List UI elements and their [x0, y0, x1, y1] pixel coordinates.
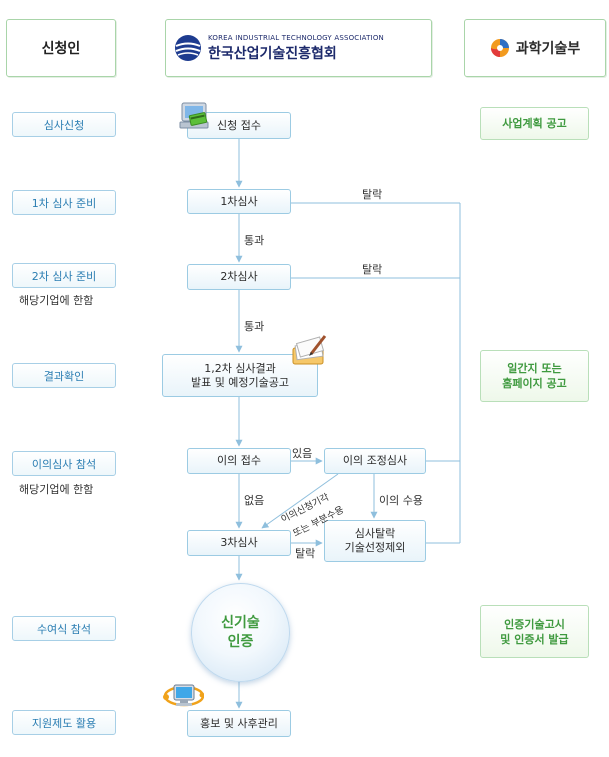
ministry-name: 과학기술부 [515, 41, 581, 57]
process-label: 홍보 및 사후관리 [200, 716, 278, 730]
stage-label: 수여식 참석 [36, 622, 92, 636]
process-receive: 신청 접수 [187, 112, 291, 139]
notice-certification: 인증기술고시 및 인증서 발급 [480, 605, 589, 658]
notice-business-plan: 사업계획 공고 [480, 107, 589, 140]
stage-note-objection: 해당기업에 한함 [19, 483, 94, 496]
notice-label-line2: 홈페이지 공고 [502, 377, 567, 390]
label-pass-first: 통과 [244, 234, 265, 247]
label-exists: 있음 [292, 447, 313, 460]
label-drop-second: 탈락 [362, 263, 383, 276]
kitech-name-en: KOREA INDUSTRIAL TECHNOLOGY ASSOCIATION [208, 33, 384, 42]
process-objection-receipt: 이의 접수 [187, 448, 291, 474]
label-pass-second: 통과 [244, 320, 265, 333]
process-label-line2: 기술선정제외 [344, 541, 406, 554]
process-label: 이의 접수 [217, 454, 261, 467]
notice-label-line2: 및 인증서 발급 [500, 632, 569, 646]
notice-label: 사업계획 공고 [502, 117, 567, 130]
process-label-line1: 1,2차 심사결과 [204, 361, 276, 375]
process-promotion: 홍보 및 사후관리 [187, 710, 291, 737]
process-second-review: 2차심사 [187, 264, 291, 290]
process-label: 2차심사 [220, 270, 258, 283]
process-results: 1,2차 심사결과 발표 및 예정기술공고 [162, 354, 318, 397]
stage-check-results: 결과확인 [12, 363, 116, 388]
documents-pen-icon [292, 335, 327, 365]
stage-label: 심사신청 [43, 118, 85, 132]
stage-label: 1차 심사 준비 [31, 196, 97, 210]
stage-note-second: 해당기업에 한함 [19, 294, 94, 307]
certification-line1: 신기술 [221, 614, 260, 631]
process-dropout: 심사탈락 기술선정제외 [324, 520, 426, 562]
computer-card-icon [179, 102, 209, 129]
stage-support: 지원제도 활용 [12, 710, 116, 735]
stage-objection-attend: 이의심사 참석 [12, 451, 116, 476]
applicant-header: 신청인 [6, 19, 116, 77]
stage-ceremony: 수여식 참석 [12, 616, 116, 641]
ministry-header: 과학기술부 [464, 19, 606, 77]
stage-label: 지원제도 활용 [31, 716, 97, 730]
arrow-review-to-third [261, 473, 339, 529]
stage-label: 2차 심사 준비 [31, 269, 97, 283]
process-label: 이의 조정심사 [342, 454, 408, 467]
process-label: 신청 접수 [217, 118, 261, 132]
stage-apply: 심사신청 [12, 112, 116, 137]
kitech-header: KOREA INDUSTRIAL TECHNOLOGY ASSOCIATION … [165, 19, 432, 77]
msit-logo-icon [490, 39, 509, 57]
kitech-name-ko: 한국산업기술진흥협회 [208, 45, 337, 62]
process-objection-review: 이의 조정심사 [324, 448, 426, 474]
notice-label-line1: 일간지 또는 [507, 362, 562, 375]
stage-label: 이의심사 참석 [31, 457, 97, 471]
kitech-globe-logo-icon [175, 35, 201, 61]
process-label: 3차심사 [220, 536, 258, 549]
process-label-line2: 발표 및 예정기술공고 [190, 375, 290, 389]
process-label: 1차심사 [220, 194, 258, 208]
certification-line2: 인증 [227, 633, 254, 650]
process-third-review: 3차심사 [187, 530, 291, 556]
stage-first-prep: 1차 심사 준비 [12, 190, 116, 215]
certification-circle: 신기술 인증 [191, 583, 290, 682]
monitor-network-icon [163, 684, 204, 707]
notice-gazette: 일간지 또는 홈페이지 공고 [480, 350, 589, 402]
label-none: 없음 [244, 494, 265, 507]
label-drop-third: 탈락 [295, 547, 316, 560]
stage-label: 결과확인 [43, 369, 85, 383]
label-drop-first: 탈락 [362, 188, 383, 201]
process-label-line1: 심사탈락 [354, 527, 396, 540]
stage-second-prep: 2차 심사 준비 [12, 263, 116, 288]
notice-label-line1: 인증기술고시 [504, 617, 565, 631]
label-accept: 이의 수용 [379, 494, 423, 507]
process-first-review: 1차심사 [187, 189, 291, 214]
applicant-title: 신청인 [41, 41, 81, 57]
